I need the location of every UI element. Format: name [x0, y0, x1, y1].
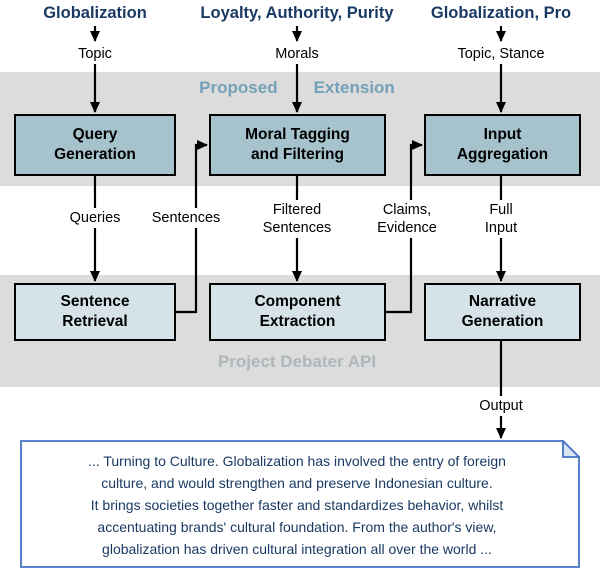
edge-label-claims-evidence: Claims, Evidence [373, 200, 441, 239]
note-fold-corner [562, 440, 580, 458]
output-note: ... Turning to Culture. Globalization ha… [20, 440, 580, 568]
note-shape [20, 440, 580, 568]
edge-label-sentences: Sentences [147, 208, 225, 229]
input-topic-value: Globalization [43, 4, 147, 22]
input-topic-stance-value: Globalization, Pro [430, 4, 572, 22]
module-input-aggregation: Input Aggregation [424, 114, 581, 176]
proposed-extension-title: Proposed Extension [199, 78, 395, 98]
module-sentence-retrieval: Sentence Retrieval [14, 283, 176, 341]
label-topic-stance: Topic, Stance [453, 44, 549, 65]
module-moral-tagging: Moral Tagging and Filtering [209, 114, 386, 176]
edge-label-full-input: Full Input [480, 200, 522, 239]
module-query-generation: Query Generation [14, 114, 176, 176]
edge-label-filtered-sentences: Filtered Sentences [258, 200, 336, 239]
proposed-extension-title-word1: Proposed [199, 78, 278, 97]
module-narrative-generation: Narrative Generation [424, 283, 581, 341]
project-debater-api-title: Project Debater API [217, 352, 377, 371]
proposed-extension-title-word2: Extension [313, 78, 395, 97]
input-morals-value: Loyalty, Authority, Purity [200, 4, 394, 22]
edge-label-output: Output [475, 396, 527, 417]
module-component-extraction: Component Extraction [209, 283, 386, 341]
edge-label-queries: Queries [65, 208, 125, 229]
label-morals: Morals [271, 44, 323, 65]
output-note-text: ... Turning to Culture. Globalization ha… [88, 452, 506, 558]
label-topic: Topic [74, 44, 116, 65]
